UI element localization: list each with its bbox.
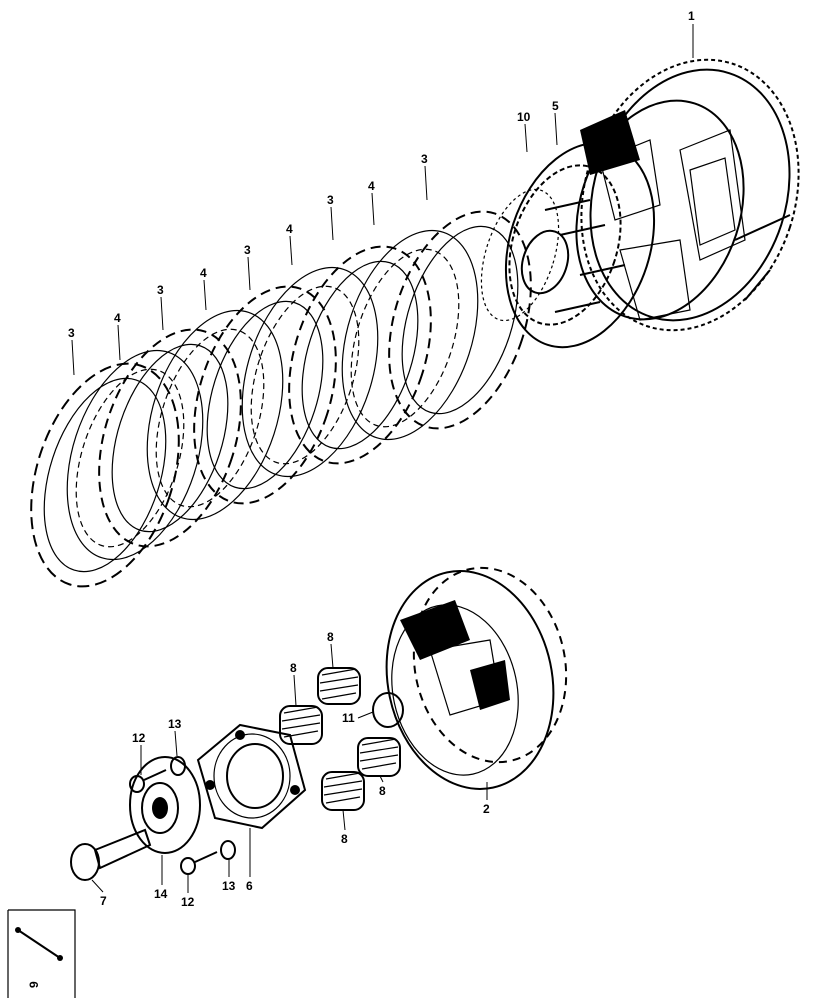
clutch-center-plate: [480, 141, 656, 349]
clutch-spring-lower-right: [357, 737, 401, 777]
washer-upper: [170, 756, 186, 776]
callout-1: 1: [688, 9, 695, 23]
callout-12: 12: [181, 895, 195, 909]
washer-lower: [220, 840, 236, 860]
callout-2: 2: [483, 802, 490, 816]
callout-3: 3: [244, 243, 251, 257]
callout-4: 4: [200, 266, 207, 280]
bolt-lower: [180, 851, 218, 875]
clutch-center-hub: [385, 566, 568, 790]
callout-13: 13: [168, 717, 182, 731]
callout-12: 12: [132, 731, 146, 745]
callout-labels: 1 5 10 3 4 3 4 3 4 3 4 3 8 8 8 8 11 2 12…: [27, 9, 695, 988]
callout-8: 8: [327, 630, 334, 644]
callout-4: 4: [368, 179, 375, 193]
callout-8: 8: [290, 661, 297, 675]
inset-box-part-9: [7, 909, 76, 998]
snap-ring: [372, 692, 404, 728]
callout-8: 8: [379, 784, 386, 798]
clutch-outer-housing: [575, 58, 800, 332]
callout-3: 3: [68, 326, 75, 340]
callout-7: 7: [100, 894, 107, 908]
clutch-spring-upper-right: [317, 667, 361, 705]
bolt-upper: [129, 769, 167, 793]
callout-3: 3: [421, 152, 428, 166]
leader-lines: [71, 24, 694, 893]
callout-5: 5: [552, 99, 559, 113]
callout-13: 13: [222, 879, 236, 893]
callout-14: 14: [154, 887, 168, 901]
release-bearing: [129, 756, 201, 854]
callout-3: 3: [157, 283, 164, 297]
callout-6: 6: [246, 879, 253, 893]
callout-8: 8: [341, 832, 348, 846]
callout-3: 3: [327, 193, 334, 207]
pressure-plate: [196, 723, 307, 830]
callout-10: 10: [517, 110, 531, 124]
lifter-rod: [70, 828, 152, 881]
clutch-spring-lower-left: [321, 771, 365, 811]
clutch-spring-upper-left: [279, 705, 323, 745]
callout-11: 11: [342, 711, 355, 725]
clutch-plate-stack: [30, 210, 532, 588]
callout-9: 9: [27, 981, 41, 988]
callout-4: 4: [114, 311, 121, 325]
callout-4: 4: [286, 222, 293, 236]
